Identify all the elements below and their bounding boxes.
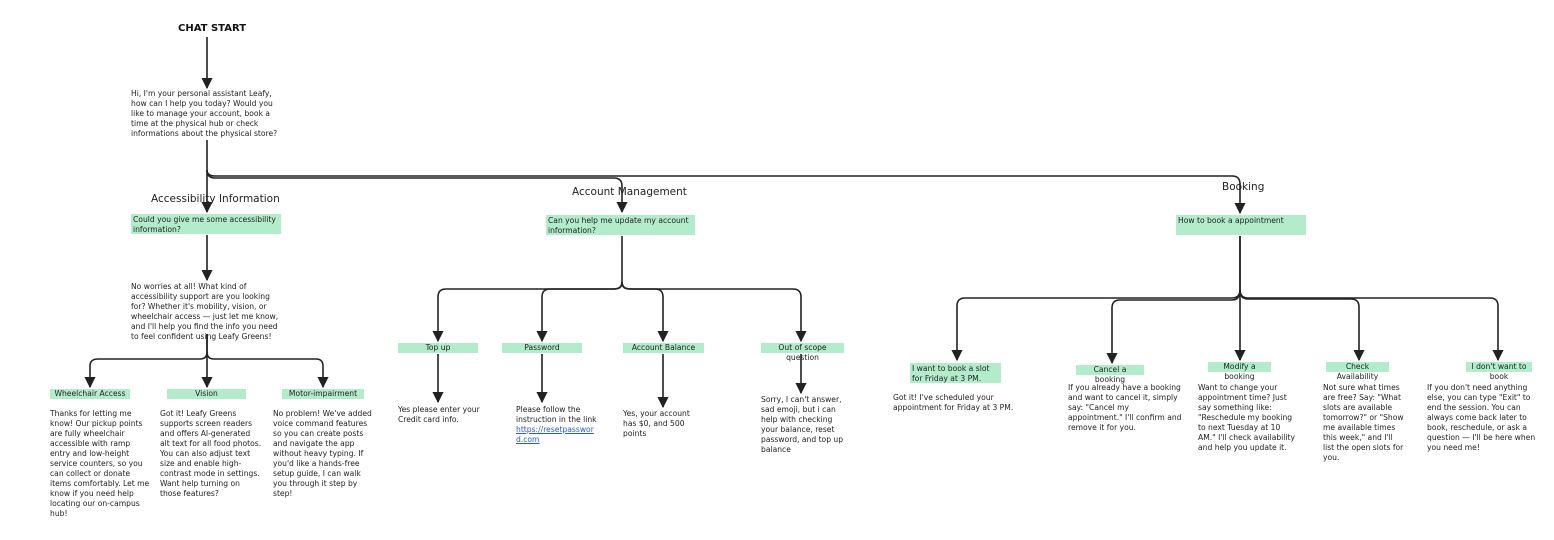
reply-wheelchair-access: Thanks for letting me know! Our pickup p… <box>50 409 150 518</box>
connector-outofscope <box>621 281 807 343</box>
question-booking: How to book a appointment <box>1176 215 1306 235</box>
option-wheelchair-access: Wheelchair Access <box>50 389 130 399</box>
option-out-of-scope: Out of scope question <box>761 343 844 362</box>
reply-book-slot: Got it! I've scheduled your appointment … <box>893 393 1014 412</box>
heading-booking: Booking <box>1222 181 1265 193</box>
reply-top-up: Yes please enter your Credit card info. <box>398 405 480 424</box>
reply-no-booking: If you don't need anything else, you can… <box>1427 383 1536 452</box>
reply-motor-impairment: No problem! We've added voice command fe… <box>273 409 372 498</box>
connector-book-slot <box>951 236 1241 362</box>
option-check-availability: Check Availability <box>1326 362 1389 381</box>
reply-account-balance: Yes, your account has $0, and 500 points <box>623 409 690 438</box>
option-book-slot: I want to book a slot for Friday at 3 PM… <box>910 363 1001 383</box>
reply-password: Please follow the instruction in the lin… <box>516 405 598 445</box>
chat-start-title: CHAT START <box>178 23 247 34</box>
reply-check-availability: Not sure what times are free? Say: "What… <box>1323 383 1404 462</box>
option-no-booking: I don't want to book <box>1466 362 1532 381</box>
heading-accessibility: Accessibility Information <box>151 193 280 205</box>
response-accessibility: No worries at all! What kind of accessib… <box>131 282 279 341</box>
connector-password <box>536 281 623 343</box>
reply-password-text: Please follow the instruction in the lin… <box>516 405 597 424</box>
reply-modify-booking: Want to change your appointment time? Ju… <box>1198 383 1295 452</box>
question-account: Can you help me update my account inform… <box>546 215 695 235</box>
option-cancel-booking: Cancel a booking <box>1076 365 1144 384</box>
connector-intro-booking <box>206 169 1246 215</box>
intro-message: Hi, I'm your personal assistant Leafy, h… <box>131 89 278 138</box>
reply-out-of-scope: Sorry, I can't answer, sad emoji, but i … <box>761 395 844 454</box>
reply-vision: Got it! Leafy Greens supports screen rea… <box>160 409 262 498</box>
option-password: Password <box>502 343 582 353</box>
heading-account: Account Management <box>572 186 687 198</box>
connector-cancel <box>1106 289 1241 365</box>
question-accessibility: Could you give me some accessibility inf… <box>131 214 281 234</box>
connector-balance <box>621 281 669 343</box>
option-modify-booking: Modify a booking <box>1208 362 1271 381</box>
option-motor-impairment: Motor-impairment <box>282 389 364 399</box>
connector-availability <box>1239 289 1365 362</box>
reply-cancel-booking: If you already have a booking and want t… <box>1068 383 1182 432</box>
reset-password-link[interactable]: https://resetpassword.com <box>516 425 594 444</box>
connector-no-booking <box>1239 289 1504 362</box>
option-vision: Vision <box>167 389 246 399</box>
option-account-balance: Account Balance <box>623 343 704 353</box>
option-top-up: Top up <box>398 343 478 353</box>
connector-motor <box>206 351 329 389</box>
